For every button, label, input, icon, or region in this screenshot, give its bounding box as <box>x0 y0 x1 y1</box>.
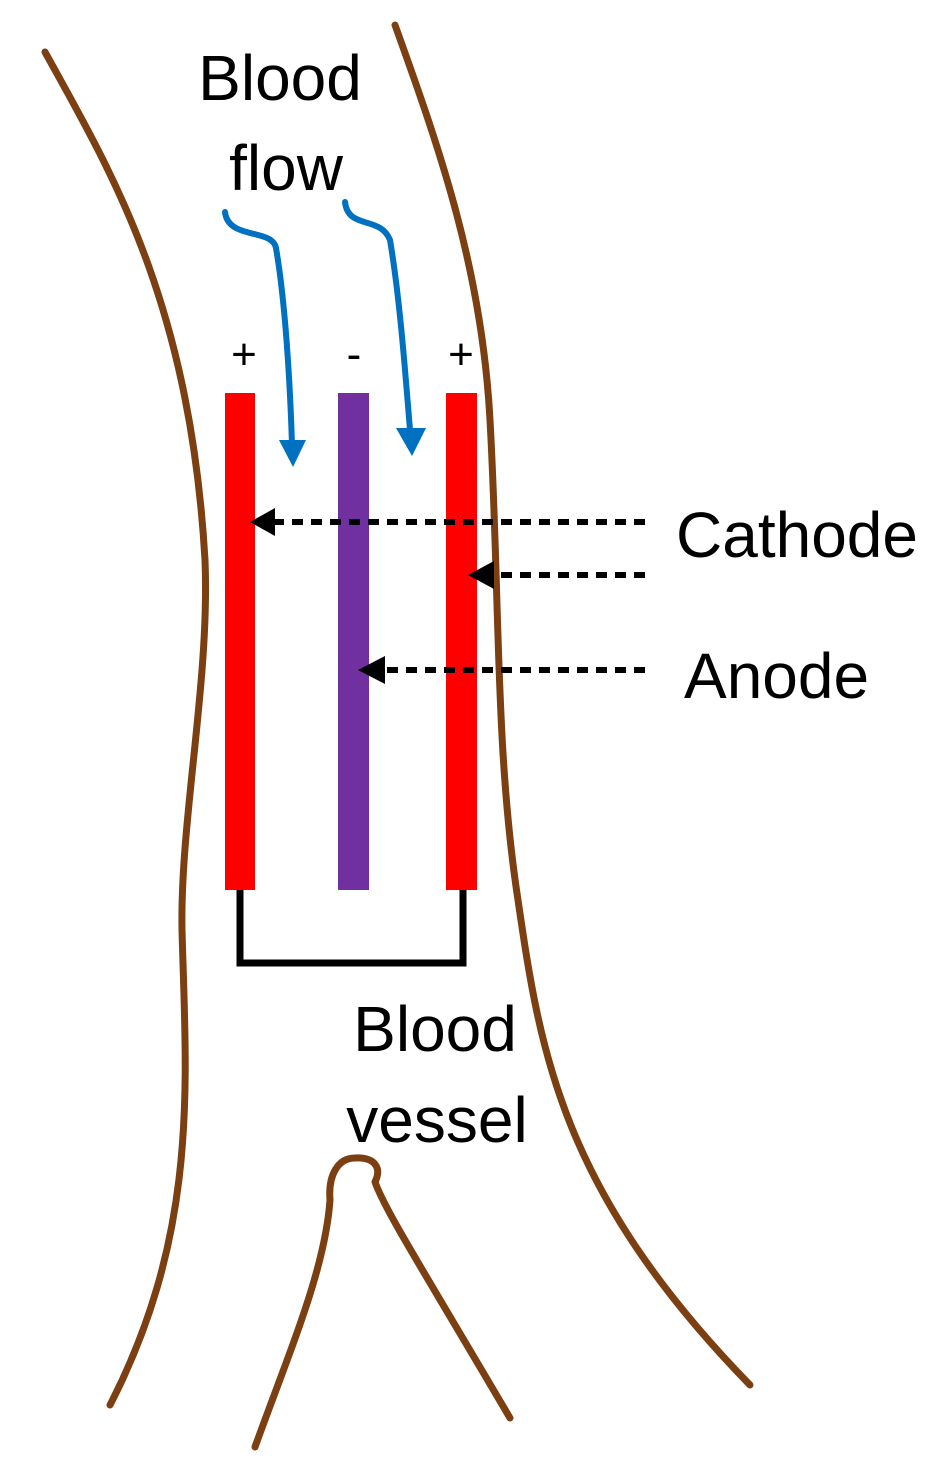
left-electrode-sign: + <box>231 330 257 379</box>
anode-pointer-head <box>358 656 385 684</box>
cathode-label: Cathode <box>676 499 918 571</box>
left-cathode <box>225 393 255 890</box>
vessel-wall-right <box>391 21 754 1389</box>
anode <box>338 393 369 890</box>
blood-flow-label-line2: flow <box>229 132 343 204</box>
cathode-pointer-left-head <box>250 508 275 536</box>
blood-vessel-label-line2: vessel <box>346 1084 528 1156</box>
blood-vessel-label-line1: Blood <box>353 993 517 1065</box>
right-cathode <box>446 393 477 890</box>
right-electrode-sign: + <box>448 330 474 379</box>
blood-flow-arrow-left <box>222 209 295 448</box>
cathode-pointer-right-head <box>468 561 494 589</box>
blood-flow-arrow-right <box>342 199 413 433</box>
blood-flow-arrowhead-left <box>279 440 306 467</box>
anode-label: Anode <box>684 640 870 712</box>
blood-flow-label-line1: Blood <box>198 42 362 114</box>
vessel-wall-left <box>41 48 210 1409</box>
cathode-connector-wire <box>236 888 467 967</box>
middle-electrode-sign: - <box>346 330 362 379</box>
blood-flow-arrowhead-right <box>396 428 426 456</box>
vessel-branch <box>251 1154 514 1451</box>
